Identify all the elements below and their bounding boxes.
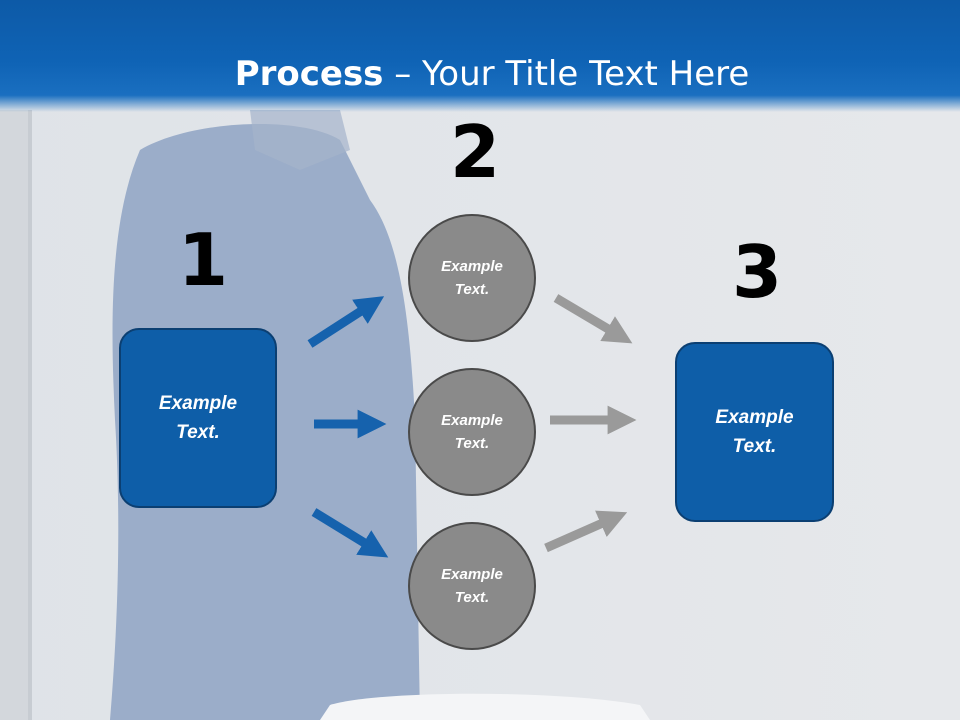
step-number-3: 3 (732, 230, 783, 314)
step-3-text: Example Text. (715, 407, 794, 457)
arrow-up-right-gray (544, 510, 628, 553)
step-1-text: Example Text. (158, 393, 238, 443)
circle-bottom-text: Example Text. (441, 566, 503, 606)
arrow-down-right-blue (311, 508, 389, 558)
step-2-circle-top[interactable]: Example Text. (408, 214, 536, 342)
title-bar (0, 0, 960, 112)
step-2-circle-middle[interactable]: Example Text. (408, 368, 536, 496)
circle-middle-text: Example Text. (441, 412, 503, 452)
slide-title: Process – Your Title Text Here (0, 52, 960, 96)
arrow-up-right-blue (307, 296, 385, 348)
arrow-down-right-gray (553, 294, 633, 344)
title-rest: – Your Title Text Here (383, 54, 750, 94)
circle-top-text: Example Text. (441, 258, 503, 298)
step-2-circle-bottom[interactable]: Example Text. (408, 522, 536, 650)
step-3-box[interactable]: Example Text. (675, 342, 834, 522)
step-1-box[interactable]: Example Text. (119, 328, 277, 508)
step-number-2: 2 (450, 110, 501, 194)
step-number-1: 1 (178, 218, 229, 302)
title-bold: Process (234, 54, 384, 94)
